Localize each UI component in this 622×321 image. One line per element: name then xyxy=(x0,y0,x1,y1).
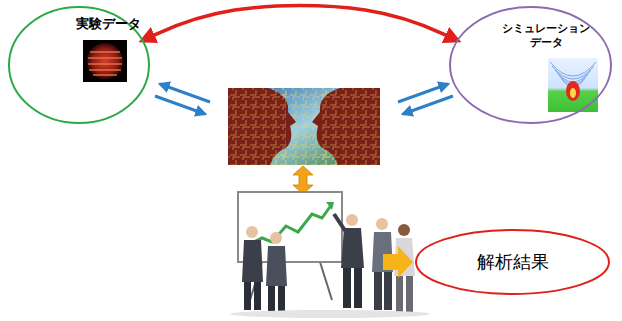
data-ellipse: 実験データ xyxy=(8,6,150,124)
node-label: 実験データ xyxy=(76,16,141,32)
ellipse-border xyxy=(416,230,609,294)
data-ellipse: シミュレーション データ xyxy=(449,6,612,124)
orange-double-arrow xyxy=(293,166,313,194)
brain-circuit-image xyxy=(228,88,380,165)
node-label: シミュレーション データ xyxy=(496,22,596,50)
orange-result-arrow xyxy=(383,246,413,278)
ellipse-border xyxy=(9,7,149,123)
exchange-arrows xyxy=(155,84,453,114)
result-ellipse: 解析結果 xyxy=(415,229,610,295)
presentation-illustration xyxy=(230,192,430,318)
experiment-image xyxy=(83,40,127,82)
exchange-connector xyxy=(143,6,456,41)
ellipse-border xyxy=(450,7,611,123)
node-label: 解析結果 xyxy=(477,251,549,274)
